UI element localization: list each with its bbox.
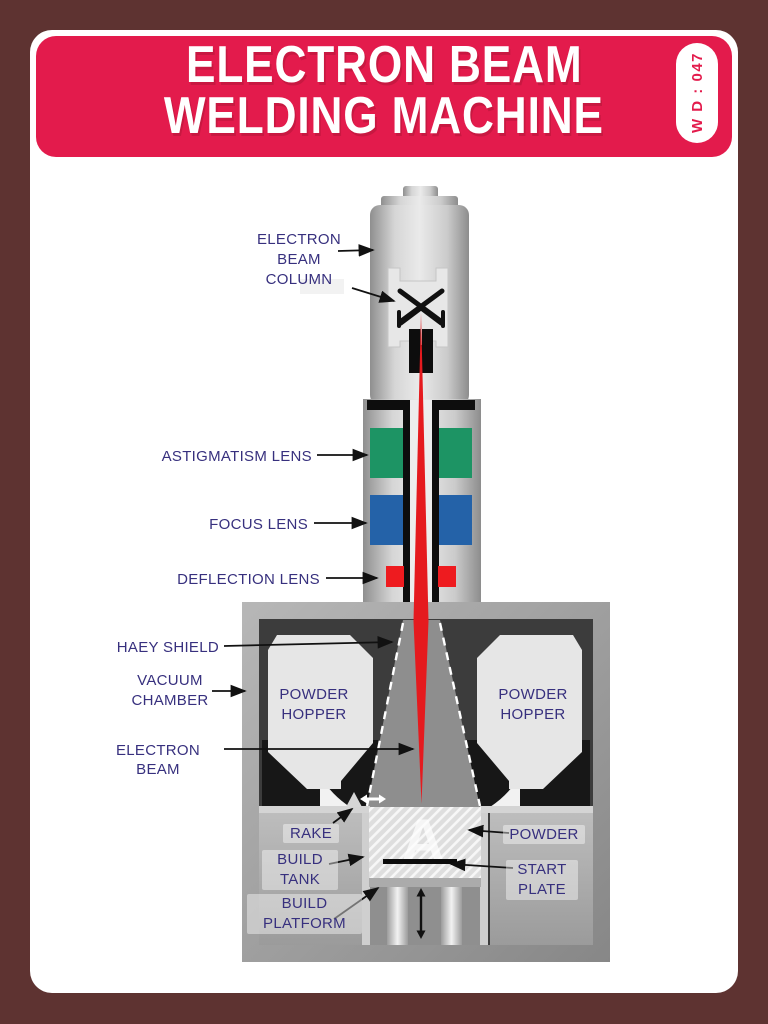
label-vacuum-chamber: VACUUM CHAMBER [131, 672, 209, 709]
hopper-chute-left [320, 776, 350, 807]
arrow-build-tank [328, 853, 365, 867]
label-rake: RAKE [283, 824, 339, 843]
arrow-electron-gun [351, 287, 396, 303]
label-astigmatism-lens: ASTIGMATISM LENS [161, 448, 312, 465]
label-powder: POWDER [503, 825, 585, 844]
title-line-1: ELECTRON BEAM [185, 36, 583, 94]
piston-right [441, 887, 462, 945]
badge-pill: W D : 047 [676, 43, 718, 143]
deflection-lens-left [386, 566, 404, 587]
label-electron-beam: ELECTRON BEAM [115, 742, 201, 778]
hopper-chute-right [490, 776, 520, 807]
label-powder-hopper-left: POWDER HOPPER [279, 686, 349, 723]
callout-arrows [212, 244, 514, 920]
left-block [259, 813, 362, 945]
deflection-lens-right [438, 566, 456, 587]
arrow-haey-shield [223, 636, 394, 649]
astigmatism-lens-right [439, 428, 472, 478]
build-platform-shape [369, 878, 481, 887]
label-focus-lens: FOCUS LENS [209, 516, 308, 533]
arrow-electron-beam-column [337, 244, 375, 257]
build-tank-wall-right [480, 813, 488, 945]
label-start-plate: START PLATE [506, 860, 578, 900]
haey-shield-dashed-lines [365, 622, 482, 807]
header-banner: ELECTRON BEAM WELDING MACHINE W D : 047 [36, 36, 732, 157]
focus-lens-right [439, 495, 472, 545]
cathode-filament-icon [397, 288, 445, 328]
platform-motion-arrow-icon [416, 888, 426, 939]
gun-label-patch [300, 279, 344, 294]
powder-hopper-left-shape [268, 635, 373, 789]
arrow-rake [332, 807, 354, 824]
poster-title: ELECTRON BEAM WELDING MACHINE [36, 36, 732, 142]
label-deflection-lens: DEFLECTION LENS [177, 571, 320, 588]
right-block [490, 813, 593, 945]
rake-shape [346, 792, 362, 807]
powder-hopper-right-shape [477, 635, 582, 789]
label-electron-beam-column: ELECTRON BEAM COLUMN [256, 231, 342, 288]
astigmatism-lens-left [370, 428, 403, 478]
label-build-tank: BUILD TANK [262, 850, 338, 890]
build-tank-wall-left [362, 813, 370, 945]
arrow-build-platform [333, 886, 380, 920]
label-build-platform: BUILD PLATFORM [247, 894, 362, 934]
electron-beam-shape [413, 313, 429, 804]
piston-left [387, 887, 408, 945]
label-haey-shield: HAEY SHIELD [116, 639, 219, 656]
start-plate-shape [383, 859, 457, 864]
arrow-powder [467, 824, 510, 838]
label-powder-hopper-right: POWDER HOPPER [498, 686, 568, 723]
title-line-2: WELDING MACHINE [163, 87, 604, 145]
focus-lens-left [370, 495, 403, 545]
rake-motion-arrow-icon [360, 794, 386, 804]
arrow-start-plate [449, 858, 514, 872]
